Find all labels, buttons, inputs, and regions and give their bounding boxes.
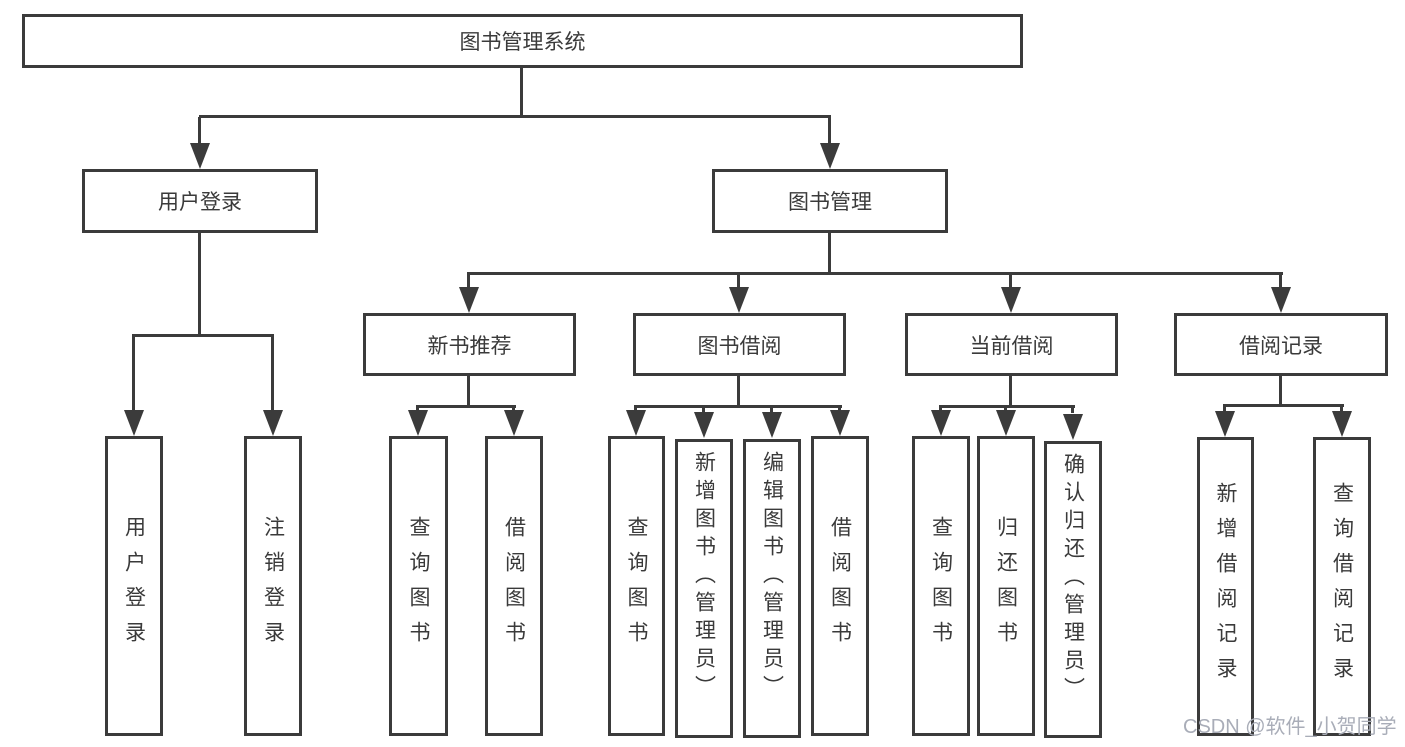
leaf-label: 注销登录 bbox=[261, 516, 285, 656]
node-new-book-recommend: 新书推荐 bbox=[363, 313, 576, 376]
node-label: 新书推荐 bbox=[427, 334, 512, 358]
node-borrow-records: 借阅记录 bbox=[1174, 313, 1388, 376]
leaf-label: 查询图书 bbox=[625, 516, 648, 656]
node-root-book-management-system: 图书管理系统 bbox=[22, 14, 1023, 68]
connector-line bbox=[467, 272, 1283, 275]
leaf-label: 查询图书 bbox=[929, 516, 953, 656]
leaf-label: 归还图书 bbox=[994, 516, 1018, 656]
leaf-label: 借阅图书 bbox=[828, 516, 852, 656]
leaf-label: 编辑图书（管理员） bbox=[760, 451, 784, 703]
connector-line bbox=[1223, 406, 1226, 412]
arrow-down-icon bbox=[762, 412, 782, 438]
arrow-down-icon bbox=[459, 287, 479, 313]
node-label: 用户登录 bbox=[158, 191, 242, 214]
connector-line bbox=[132, 334, 274, 337]
leaf-user-login: 用户登录 bbox=[105, 436, 163, 736]
connector-line bbox=[702, 407, 705, 413]
arrow-down-icon bbox=[124, 410, 144, 436]
node-label: 当前借阅 bbox=[969, 334, 1054, 358]
leaf-query-borrow-record: 查询借阅记录 bbox=[1313, 437, 1371, 736]
leaf-label: 新增图书（管理员） bbox=[692, 451, 716, 703]
arrow-down-icon bbox=[1271, 287, 1291, 313]
connector-line bbox=[737, 273, 740, 289]
leaf-label: 确认归还（管理员） bbox=[1061, 453, 1085, 705]
connector-line bbox=[520, 68, 523, 117]
arrow-down-icon bbox=[504, 410, 524, 436]
leaf-borrow-books-1: 借阅图书 bbox=[485, 436, 543, 736]
connector-line bbox=[467, 376, 470, 408]
connector-line bbox=[1340, 406, 1343, 412]
connector-line bbox=[737, 376, 740, 408]
leaf-add-books-admin: 新增图书（管理员） bbox=[675, 439, 733, 738]
connector-line bbox=[770, 407, 773, 413]
node-book-management: 图书管理 bbox=[712, 169, 948, 233]
connector-line bbox=[1223, 404, 1344, 407]
leaf-query-books-2: 查询图书 bbox=[608, 436, 665, 736]
arrow-down-icon bbox=[1001, 287, 1021, 313]
csdn-watermark: CSDN @软件_小贺同学 bbox=[1183, 716, 1397, 738]
node-label: 图书管理 bbox=[788, 191, 872, 214]
connector-line bbox=[198, 233, 201, 336]
node-label: 图书借阅 bbox=[697, 334, 782, 358]
arrow-down-icon bbox=[263, 410, 283, 436]
leaf-confirm-return-admin: 确认归还（管理员） bbox=[1044, 441, 1102, 738]
connector-line bbox=[271, 336, 274, 412]
leaf-label: 用户登录 bbox=[122, 516, 146, 656]
arrow-down-icon bbox=[830, 410, 850, 436]
connector-line bbox=[1071, 407, 1074, 413]
connector-line bbox=[199, 115, 831, 118]
arrow-down-icon bbox=[190, 143, 210, 169]
arrow-down-icon bbox=[694, 412, 714, 438]
leaf-label: 查询借阅记录 bbox=[1330, 481, 1354, 692]
leaf-label: 查询图书 bbox=[407, 516, 430, 656]
connector-line bbox=[1009, 273, 1012, 289]
arrow-down-icon bbox=[820, 143, 840, 169]
arrow-down-icon bbox=[996, 410, 1016, 436]
node-label: 借阅记录 bbox=[1239, 334, 1323, 358]
node-book-borrow: 图书借阅 bbox=[633, 313, 846, 376]
leaf-return-books: 归还图书 bbox=[977, 436, 1035, 736]
node-label: 图书管理系统 bbox=[459, 31, 586, 54]
connector-line bbox=[828, 117, 831, 145]
arrow-down-icon bbox=[626, 410, 646, 436]
arrow-down-icon bbox=[931, 410, 951, 436]
connector-line bbox=[1009, 376, 1012, 408]
connector-line bbox=[467, 273, 470, 289]
leaf-label: 新增借阅记录 bbox=[1214, 481, 1237, 692]
connector-line bbox=[828, 233, 831, 275]
connector-line bbox=[198, 117, 201, 145]
arrow-down-icon bbox=[1063, 414, 1083, 440]
arrow-down-icon bbox=[729, 287, 749, 313]
leaf-query-books-3: 查询图书 bbox=[912, 436, 970, 736]
connector-line bbox=[1279, 376, 1282, 407]
leaf-label: 借阅图书 bbox=[502, 516, 526, 656]
connector-line bbox=[634, 405, 842, 408]
arrow-down-icon bbox=[1332, 411, 1352, 437]
leaf-add-borrow-record: 新增借阅记录 bbox=[1197, 437, 1254, 736]
arrow-down-icon bbox=[408, 410, 428, 436]
leaf-edit-books-admin: 编辑图书（管理员） bbox=[743, 439, 801, 738]
leaf-query-books-1: 查询图书 bbox=[389, 436, 448, 736]
node-current-borrow: 当前借阅 bbox=[905, 313, 1118, 376]
arrow-down-icon bbox=[1215, 411, 1235, 437]
connector-line bbox=[1279, 273, 1282, 289]
leaf-logout: 注销登录 bbox=[244, 436, 302, 736]
leaf-borrow-books-2: 借阅图书 bbox=[811, 436, 869, 736]
connector-line bbox=[132, 336, 135, 412]
connector-line bbox=[939, 405, 1075, 408]
connector-line bbox=[416, 405, 516, 408]
node-user-login: 用户登录 bbox=[82, 169, 318, 233]
